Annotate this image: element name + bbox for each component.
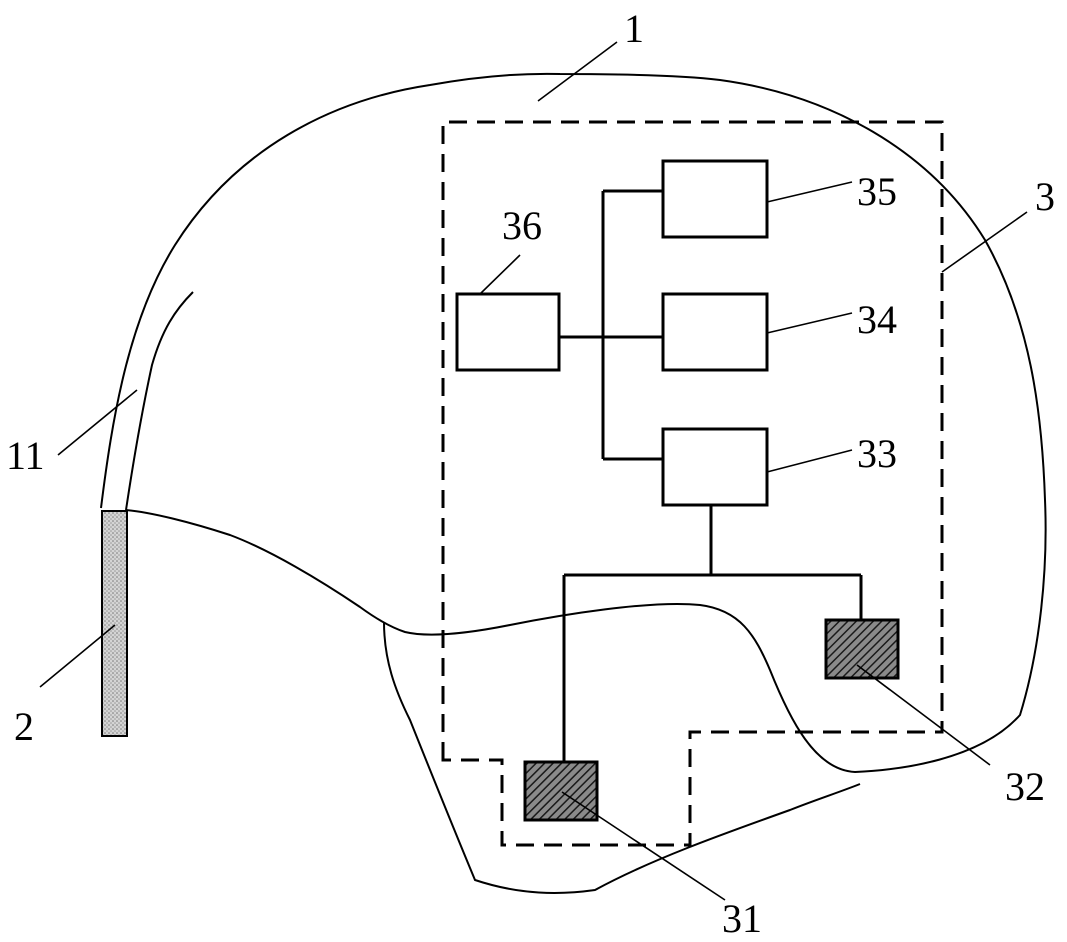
electrode-strip — [102, 511, 127, 736]
label-32: 32 — [1005, 764, 1045, 809]
module-33-box — [663, 429, 767, 505]
module-36-box — [457, 294, 559, 370]
module-34-box — [663, 294, 767, 370]
leader-3 — [942, 212, 1027, 272]
label-34: 34 — [857, 297, 897, 342]
label-31: 31 — [722, 896, 762, 941]
leader-35 — [767, 182, 852, 202]
leader-32 — [857, 665, 990, 765]
leader-36 — [480, 255, 520, 294]
leader-1 — [538, 42, 617, 101]
label-35: 35 — [857, 169, 897, 214]
label-2: 2 — [14, 704, 34, 749]
label-3: 3 — [1035, 174, 1055, 219]
label-11: 11 — [6, 433, 45, 478]
helmet-back-section-outline — [384, 622, 860, 893]
leader-11 — [58, 390, 137, 455]
label-36: 36 — [502, 203, 542, 248]
label-33: 33 — [857, 431, 897, 476]
label-1: 1 — [624, 6, 644, 51]
leader-34 — [767, 313, 852, 333]
helmet-shell-outline — [101, 74, 1046, 772]
front-band-inner-line — [126, 292, 193, 510]
sensor-31 — [525, 762, 597, 820]
leader-33 — [767, 450, 852, 472]
module-35-box — [663, 161, 767, 237]
